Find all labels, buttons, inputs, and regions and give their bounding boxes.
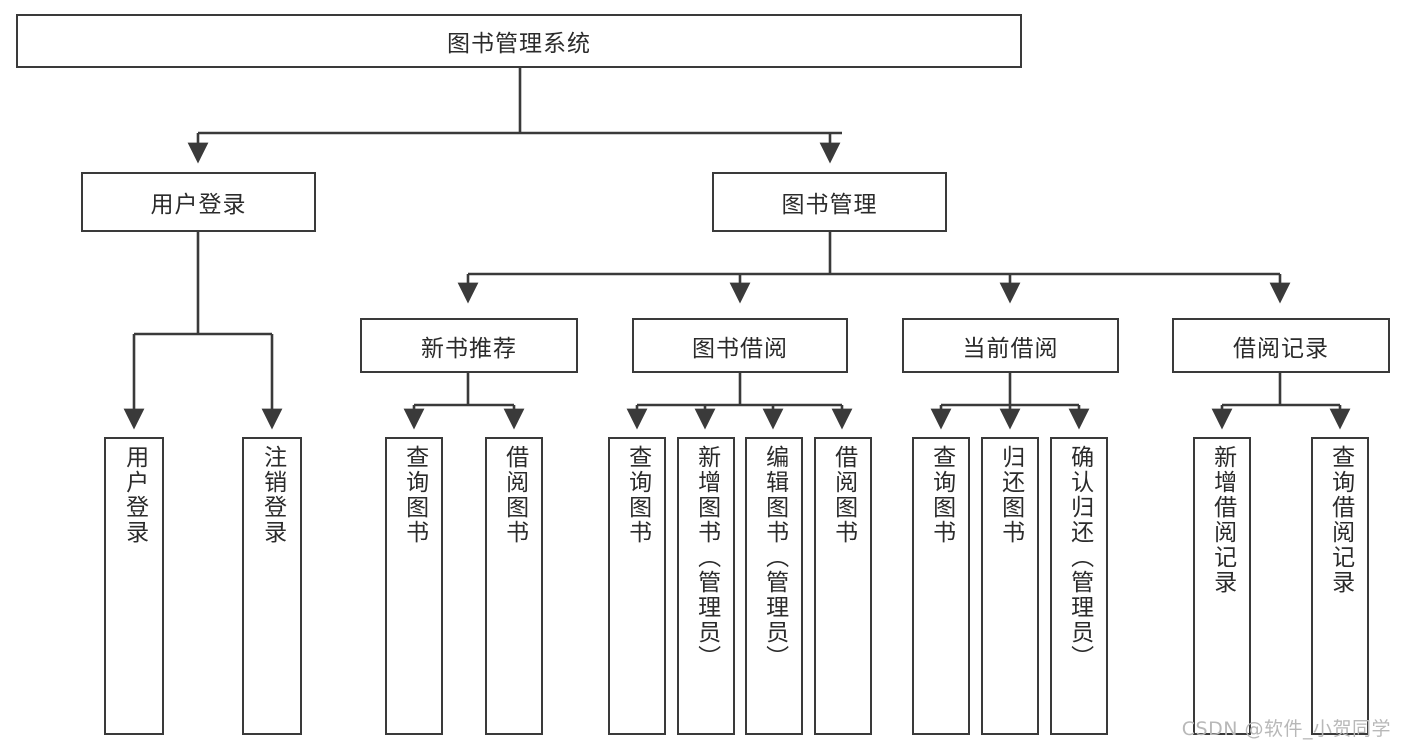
node-borrow-record-label: 借阅记录 xyxy=(1233,335,1329,362)
leaf-query-book-3[interactable]: 查询图书 xyxy=(912,437,970,735)
node-current-borrow[interactable]: 当前借阅 xyxy=(902,318,1119,373)
node-current-borrow-label: 当前借阅 xyxy=(962,335,1059,362)
node-book-manage[interactable]: 图书管理 xyxy=(712,172,947,232)
node-new-book-recommend[interactable]: 新书推荐 xyxy=(360,318,578,373)
leaf-add-record-label: 新增借阅记录 xyxy=(1209,445,1236,595)
leaf-add-book-label: 新增图书（管理员） xyxy=(693,445,720,670)
leaf-edit-book[interactable]: 编辑图书（管理员） xyxy=(745,437,803,735)
leaf-query-book-1[interactable]: 查询图书 xyxy=(385,437,443,735)
watermark: CSDN @软件_小贺同学 xyxy=(1181,718,1391,740)
node-root[interactable]: 图书管理系统 xyxy=(16,14,1022,68)
node-borrow-record[interactable]: 借阅记录 xyxy=(1172,318,1390,373)
leaf-query-book-3-label: 查询图书 xyxy=(928,445,955,545)
leaf-borrow-book-1[interactable]: 借阅图书 xyxy=(485,437,543,735)
node-new-book-recommend-label: 新书推荐 xyxy=(421,335,517,362)
leaf-query-record[interactable]: 查询借阅记录 xyxy=(1311,437,1369,735)
leaf-user-login[interactable]: 用户登录 xyxy=(104,437,164,735)
leaf-add-book[interactable]: 新增图书（管理员） xyxy=(677,437,735,735)
leaf-query-book-2-label: 查询图书 xyxy=(624,445,651,545)
node-book-manage-label: 图书管理 xyxy=(781,192,878,218)
leaf-query-record-label: 查询借阅记录 xyxy=(1327,445,1354,595)
node-root-label: 图书管理系统 xyxy=(447,31,591,57)
node-book-borrow-label: 图书借阅 xyxy=(692,335,788,362)
leaf-confirm-return[interactable]: 确认归还（管理员） xyxy=(1050,437,1108,735)
leaf-borrow-book-2[interactable]: 借阅图书 xyxy=(814,437,872,735)
node-book-borrow[interactable]: 图书借阅 xyxy=(632,318,848,373)
leaf-edit-book-label: 编辑图书（管理员） xyxy=(761,445,788,670)
leaf-return-book[interactable]: 归还图书 xyxy=(981,437,1039,735)
leaf-confirm-return-label: 确认归还（管理员） xyxy=(1066,445,1093,670)
leaf-user-login-label: 用户登录 xyxy=(121,445,148,545)
leaf-query-book-1-label: 查询图书 xyxy=(401,445,428,545)
leaf-return-book-label: 归还图书 xyxy=(997,445,1024,545)
leaf-add-record[interactable]: 新增借阅记录 xyxy=(1193,437,1251,735)
leaf-query-book-2[interactable]: 查询图书 xyxy=(608,437,666,735)
node-user-login[interactable]: 用户登录 xyxy=(81,172,316,232)
leaf-user-logout-label: 注销登录 xyxy=(259,445,286,545)
node-user-login-label: 用户登录 xyxy=(150,192,247,218)
leaf-borrow-book-2-label: 借阅图书 xyxy=(830,445,857,545)
leaf-user-logout[interactable]: 注销登录 xyxy=(242,437,302,735)
leaf-borrow-book-1-label: 借阅图书 xyxy=(501,445,528,545)
